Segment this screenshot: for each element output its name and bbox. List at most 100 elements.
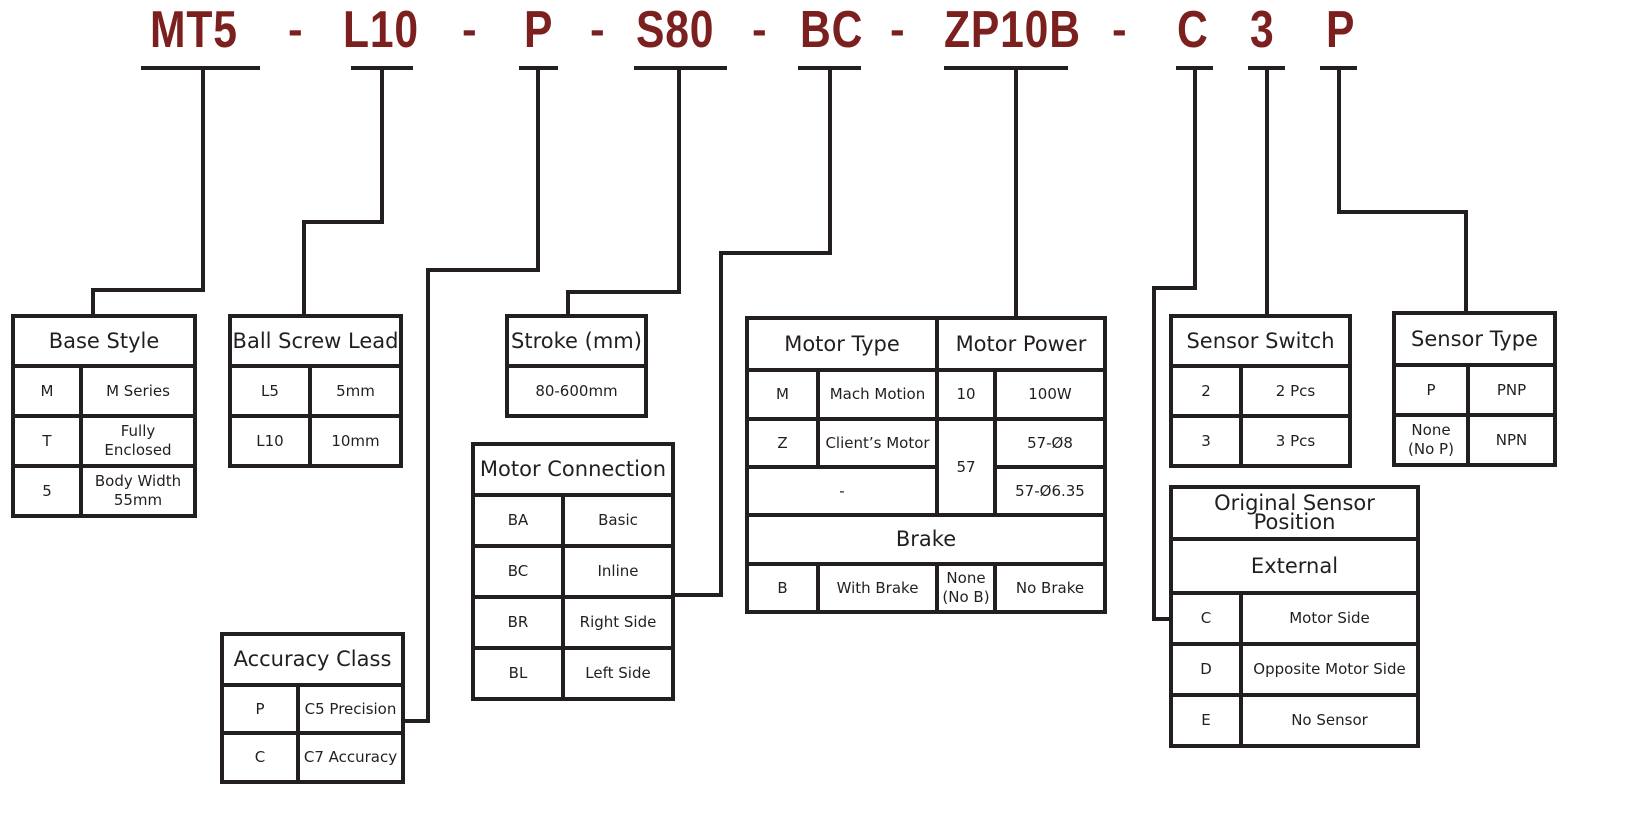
- option-desc: Opposite Motor Side: [1239, 646, 1416, 693]
- option-desc: Motor Side: [1239, 595, 1416, 642]
- option-code: E: [1201, 711, 1211, 729]
- leader-accuracy: [402, 66, 540, 723]
- leader-stroke: [566, 66, 681, 318]
- table-row: 2 2 Pcs: [1173, 364, 1348, 414]
- table-row: M M Series: [15, 364, 193, 414]
- code-separator: -: [590, 5, 605, 54]
- code-separator: -: [890, 5, 905, 54]
- option-desc: Fully Enclosed: [79, 418, 193, 464]
- sensor-switch-table: Sensor Switch 2 2 Pcs 3 3 Pcs: [1169, 314, 1352, 468]
- motor-type-code: M: [749, 368, 816, 417]
- code-separator: -: [1112, 5, 1127, 54]
- table-row: P C5 Precision: [224, 683, 401, 731]
- table-title: Stroke (mm): [511, 328, 642, 353]
- option-desc: NPN: [1466, 417, 1553, 463]
- code-separator: -: [462, 5, 477, 54]
- brake-desc: With Brake: [816, 562, 935, 610]
- code-segment-motor: ZP10B: [944, 1, 1081, 59]
- motor-power-title: Motor Power: [935, 320, 1103, 368]
- option-desc: 5mm: [308, 368, 399, 414]
- table-row: E No Sensor: [1173, 693, 1416, 744]
- table-title: Sensor Switch: [1186, 328, 1335, 353]
- table-row: C C7 Accuracy: [224, 731, 401, 780]
- leader-sensor-type: [1337, 66, 1468, 315]
- option-code: P: [255, 699, 265, 718]
- option-desc: Basic: [561, 497, 671, 544]
- base-style-table: Base Style M M Series T Fully Enclosed 5…: [11, 314, 197, 518]
- table-row: L5 5mm: [232, 364, 399, 414]
- code-segment-lead: L10: [343, 1, 419, 59]
- motor-type-code: Z: [749, 417, 816, 465]
- option-code: 3: [1201, 431, 1211, 450]
- option-desc: 3 Pcs: [1239, 418, 1348, 464]
- option-code: M: [40, 381, 54, 400]
- option-desc: C7 Accuracy: [296, 735, 401, 780]
- code-segment-sensor-type: P: [1326, 1, 1356, 59]
- option-code: 5: [42, 481, 52, 500]
- option-desc: 2 Pcs: [1239, 368, 1348, 414]
- option-code: 2: [1201, 381, 1211, 400]
- option-desc: Inline: [561, 548, 671, 595]
- table-title: Ball Screw Lead: [232, 328, 399, 353]
- table-row: T Fully Enclosed: [15, 414, 193, 464]
- table-row: BA Basic: [475, 493, 671, 544]
- table-row: L10 10mm: [232, 414, 399, 464]
- option-desc: PNP: [1466, 367, 1553, 413]
- motor-power-value: 57-Ø6.35: [993, 465, 1103, 513]
- ball-screw-lead-table: Ball Screw Lead L5 5mm L10 10mm: [228, 314, 403, 468]
- motor-connection-table: Motor Connection BA Basic BC Inline BR R…: [471, 442, 675, 701]
- table-title: Accuracy Class: [233, 647, 392, 671]
- code-segment-base: MT5: [150, 1, 238, 59]
- table-row: None (No P) NPN: [1396, 413, 1553, 463]
- code-separator: -: [288, 5, 303, 54]
- option-desc: 10mm: [308, 418, 399, 464]
- motor-power-value: 100W: [993, 368, 1103, 417]
- brake-code: None (No B): [935, 562, 993, 610]
- option-code: BL: [508, 664, 528, 682]
- option-code: C: [1200, 609, 1212, 627]
- leader-base: [91, 66, 205, 318]
- option-desc: Right Side: [561, 599, 671, 646]
- option-desc: C5 Precision: [296, 687, 401, 731]
- table-row: 5 Body Width 55mm: [15, 464, 193, 514]
- motor-power-value: 57-Ø8: [993, 417, 1103, 465]
- option-desc: Body Width 55mm: [79, 468, 193, 514]
- option-code: None (No P): [1408, 421, 1454, 458]
- stroke-range: 80-600mm: [535, 381, 618, 400]
- sensor-position-table: Original Sensor Position External C Moto…: [1169, 485, 1420, 748]
- option-code: L10: [256, 431, 284, 450]
- code-segment-stroke: S80: [636, 1, 715, 59]
- accuracy-class-table: Accuracy Class P C5 Precision C C7 Accur…: [220, 632, 405, 784]
- motor-type-title: Motor Type: [784, 331, 900, 356]
- code-separator: -: [752, 5, 767, 54]
- leader-sensor-position: [1152, 66, 1197, 621]
- option-desc: M Series: [79, 368, 193, 414]
- option-code: BR: [507, 613, 529, 631]
- option-code: D: [1200, 660, 1212, 678]
- leader-connection: [671, 66, 832, 597]
- motor-type-code: -: [749, 465, 935, 513]
- brake-title: Brake: [749, 513, 1103, 562]
- motor-type-desc: Mach Motion: [816, 368, 935, 417]
- option-code: P: [1426, 380, 1436, 399]
- table-title: Base Style: [48, 328, 160, 353]
- code-segment-sensor-switch: 3: [1250, 1, 1275, 59]
- sensor-type-table: Sensor Type P PNP None (No P) NPN: [1392, 311, 1557, 467]
- motor-type-desc: Client’s Motor: [816, 417, 935, 465]
- table-row: BL Left Side: [475, 646, 671, 697]
- code-segment-connection: BC: [800, 1, 864, 59]
- option-desc: No Sensor: [1239, 697, 1416, 744]
- table-title: Sensor Type: [1411, 326, 1538, 351]
- table-row: D Opposite Motor Side: [1173, 642, 1416, 693]
- motor-table: Motor Type Motor Power M Mach Motion Z C…: [745, 316, 1107, 614]
- table-row: BR Right Side: [475, 595, 671, 646]
- table-row: C Motor Side: [1173, 591, 1416, 642]
- code-segment-sensor-position: C: [1177, 1, 1209, 59]
- option-code: T: [42, 431, 52, 450]
- brake-desc: No Brake: [993, 562, 1103, 610]
- stroke-table: Stroke (mm) 80-600mm: [505, 314, 648, 418]
- motor-power-code: 10: [935, 368, 993, 417]
- leader-lead: [302, 66, 384, 318]
- option-code: BC: [507, 562, 529, 580]
